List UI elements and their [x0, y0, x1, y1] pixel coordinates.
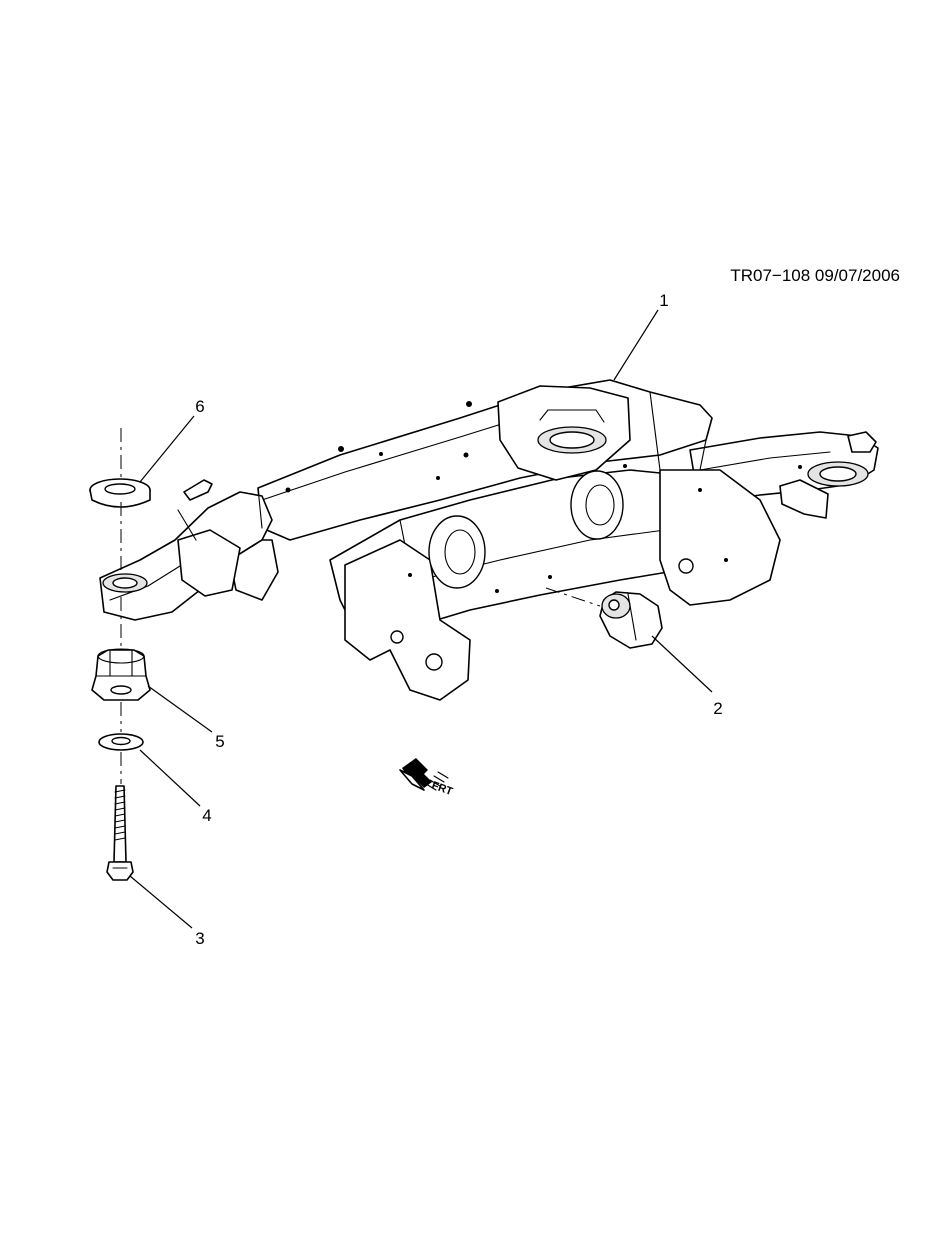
callout-4: 4 — [202, 806, 211, 825]
callout-6: 6 — [195, 397, 204, 416]
leader-line-5 — [147, 685, 213, 733]
callout-1: 1 — [659, 291, 668, 310]
washer-part — [98, 733, 144, 751]
front-label: FRT — [430, 780, 454, 799]
leader-line-3 — [129, 875, 193, 929]
front-arrow-icon — [402, 758, 432, 788]
bolt-part — [106, 785, 134, 881]
callout-2: 2 — [713, 699, 722, 718]
front-direction-indicator: FRT — [399, 758, 454, 799]
leader-line-6 — [139, 415, 195, 483]
assembly-axis-bushing — [545, 587, 601, 607]
leader-line-2 — [651, 635, 713, 693]
figure-reference: TR07−108 09/07/2006 — [730, 266, 900, 285]
lower-insulator-part — [91, 648, 151, 701]
leader-line-4 — [139, 749, 201, 807]
callout-3: 3 — [195, 929, 204, 948]
bushing-part — [599, 591, 663, 649]
callout-5: 5 — [215, 732, 224, 751]
leader-line-1 — [613, 309, 659, 381]
crossmember-frame — [99, 379, 879, 701]
upper-insulator-part — [89, 478, 151, 508]
